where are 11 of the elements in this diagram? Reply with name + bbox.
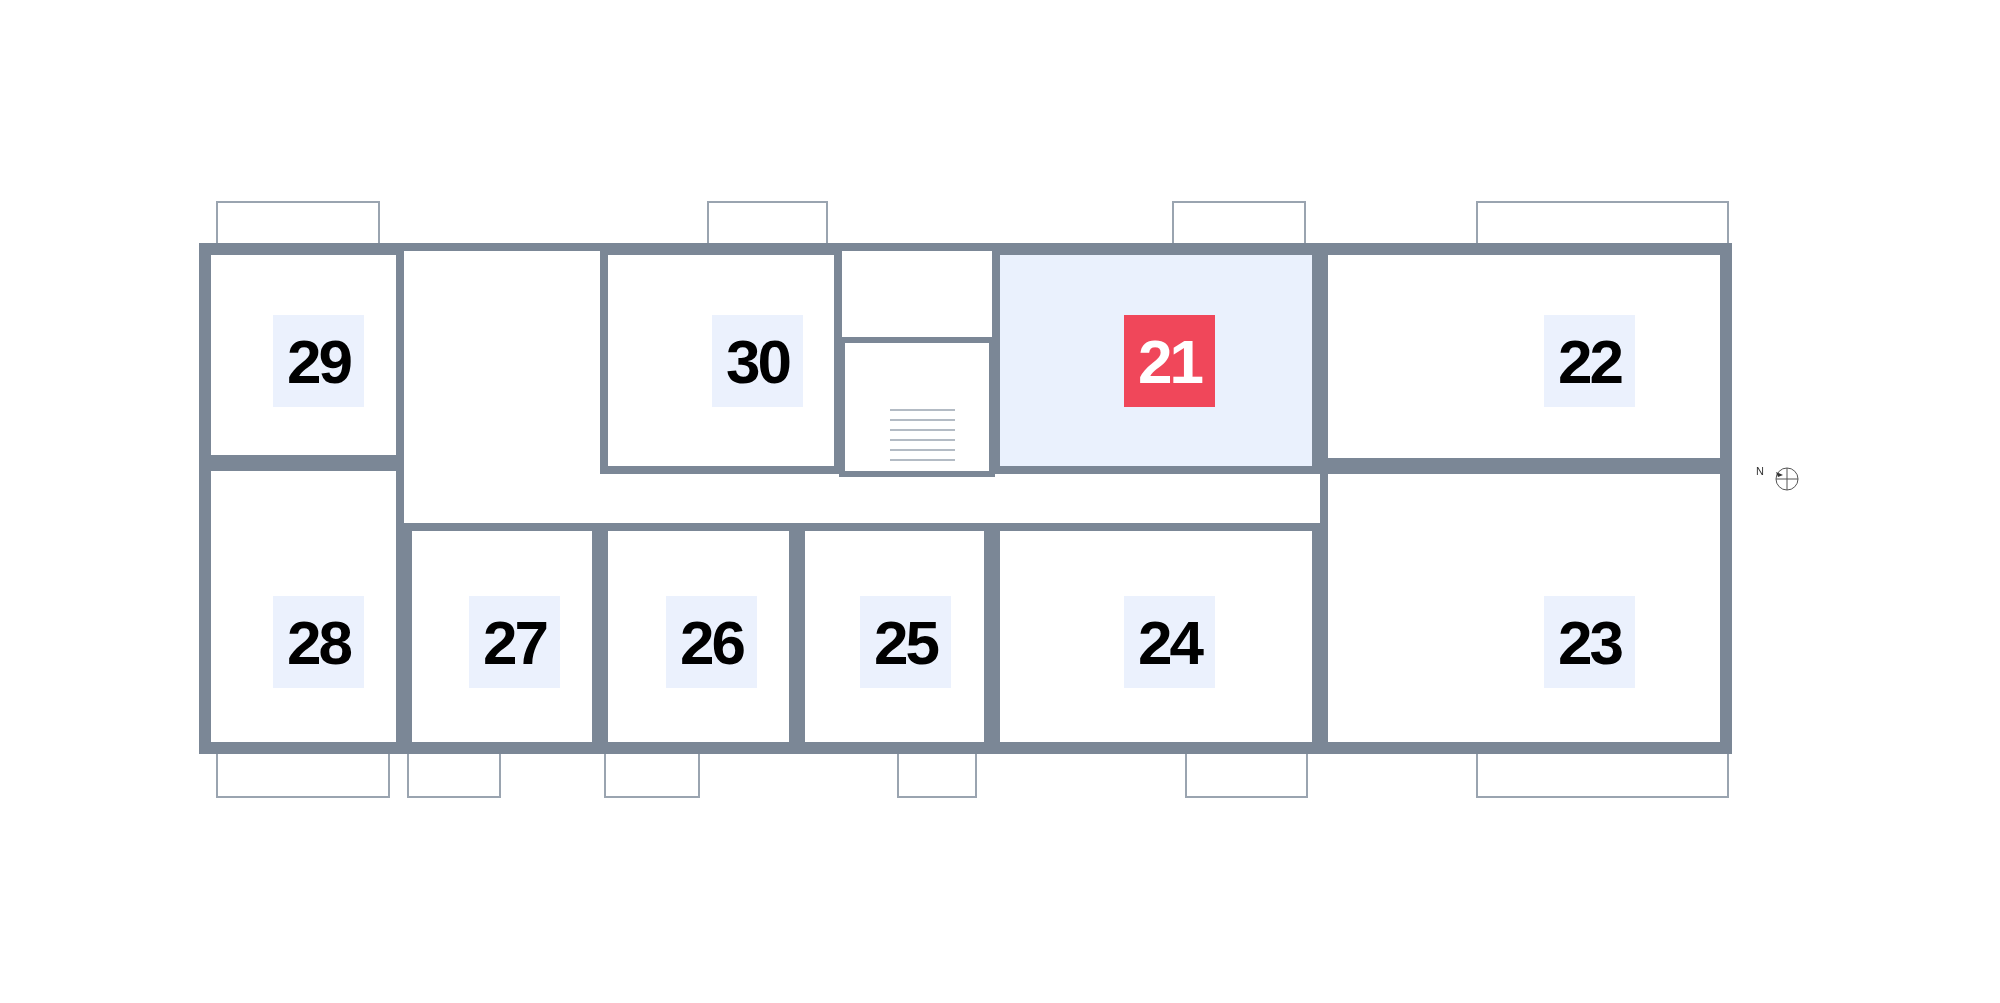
apartment-number: 29 — [273, 315, 364, 407]
apartment-number: 28 — [273, 596, 364, 688]
apartment-number: 23 — [1544, 596, 1635, 688]
apartment-number: 21 — [1124, 315, 1215, 407]
apartment-number: 27 — [469, 596, 560, 688]
apartment-number: 26 — [666, 596, 757, 688]
apartment-number: 25 — [860, 596, 951, 688]
apartment-number: 22 — [1544, 315, 1635, 407]
apartment-number: 30 — [712, 315, 803, 407]
apartment-number: 24 — [1124, 596, 1215, 688]
north-label: N — [1756, 465, 1764, 477]
